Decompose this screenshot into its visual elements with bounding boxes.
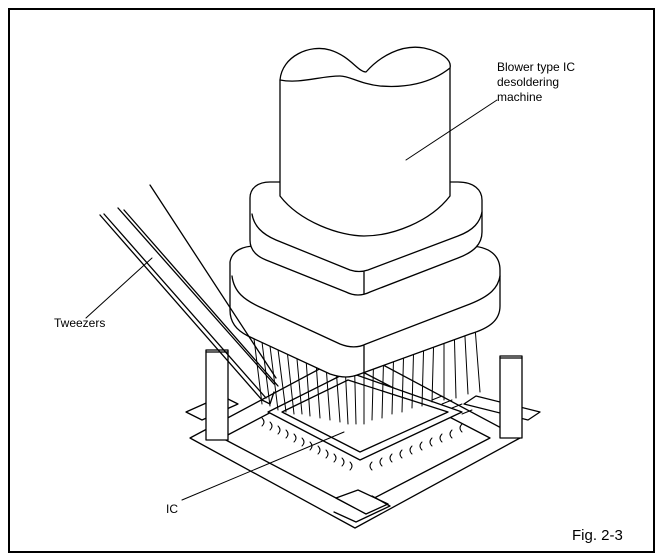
leader-machine bbox=[405, 99, 498, 161]
right-support-post bbox=[499, 355, 523, 439]
tweezers bbox=[99, 184, 279, 405]
machine-label: Blower type IC desoldering machine bbox=[497, 60, 576, 104]
leader-ic bbox=[181, 431, 345, 501]
ic-leads bbox=[261, 395, 473, 471]
ic-chip bbox=[267, 371, 463, 461]
blower-cylinder bbox=[279, 46, 451, 237]
figure-caption: Fig. 2-3 bbox=[572, 527, 623, 544]
tweezers-label: Tweezers bbox=[54, 316, 106, 330]
leader-tweezers bbox=[85, 257, 153, 319]
ic-label: IC bbox=[166, 502, 178, 516]
left-support-post bbox=[205, 349, 229, 441]
